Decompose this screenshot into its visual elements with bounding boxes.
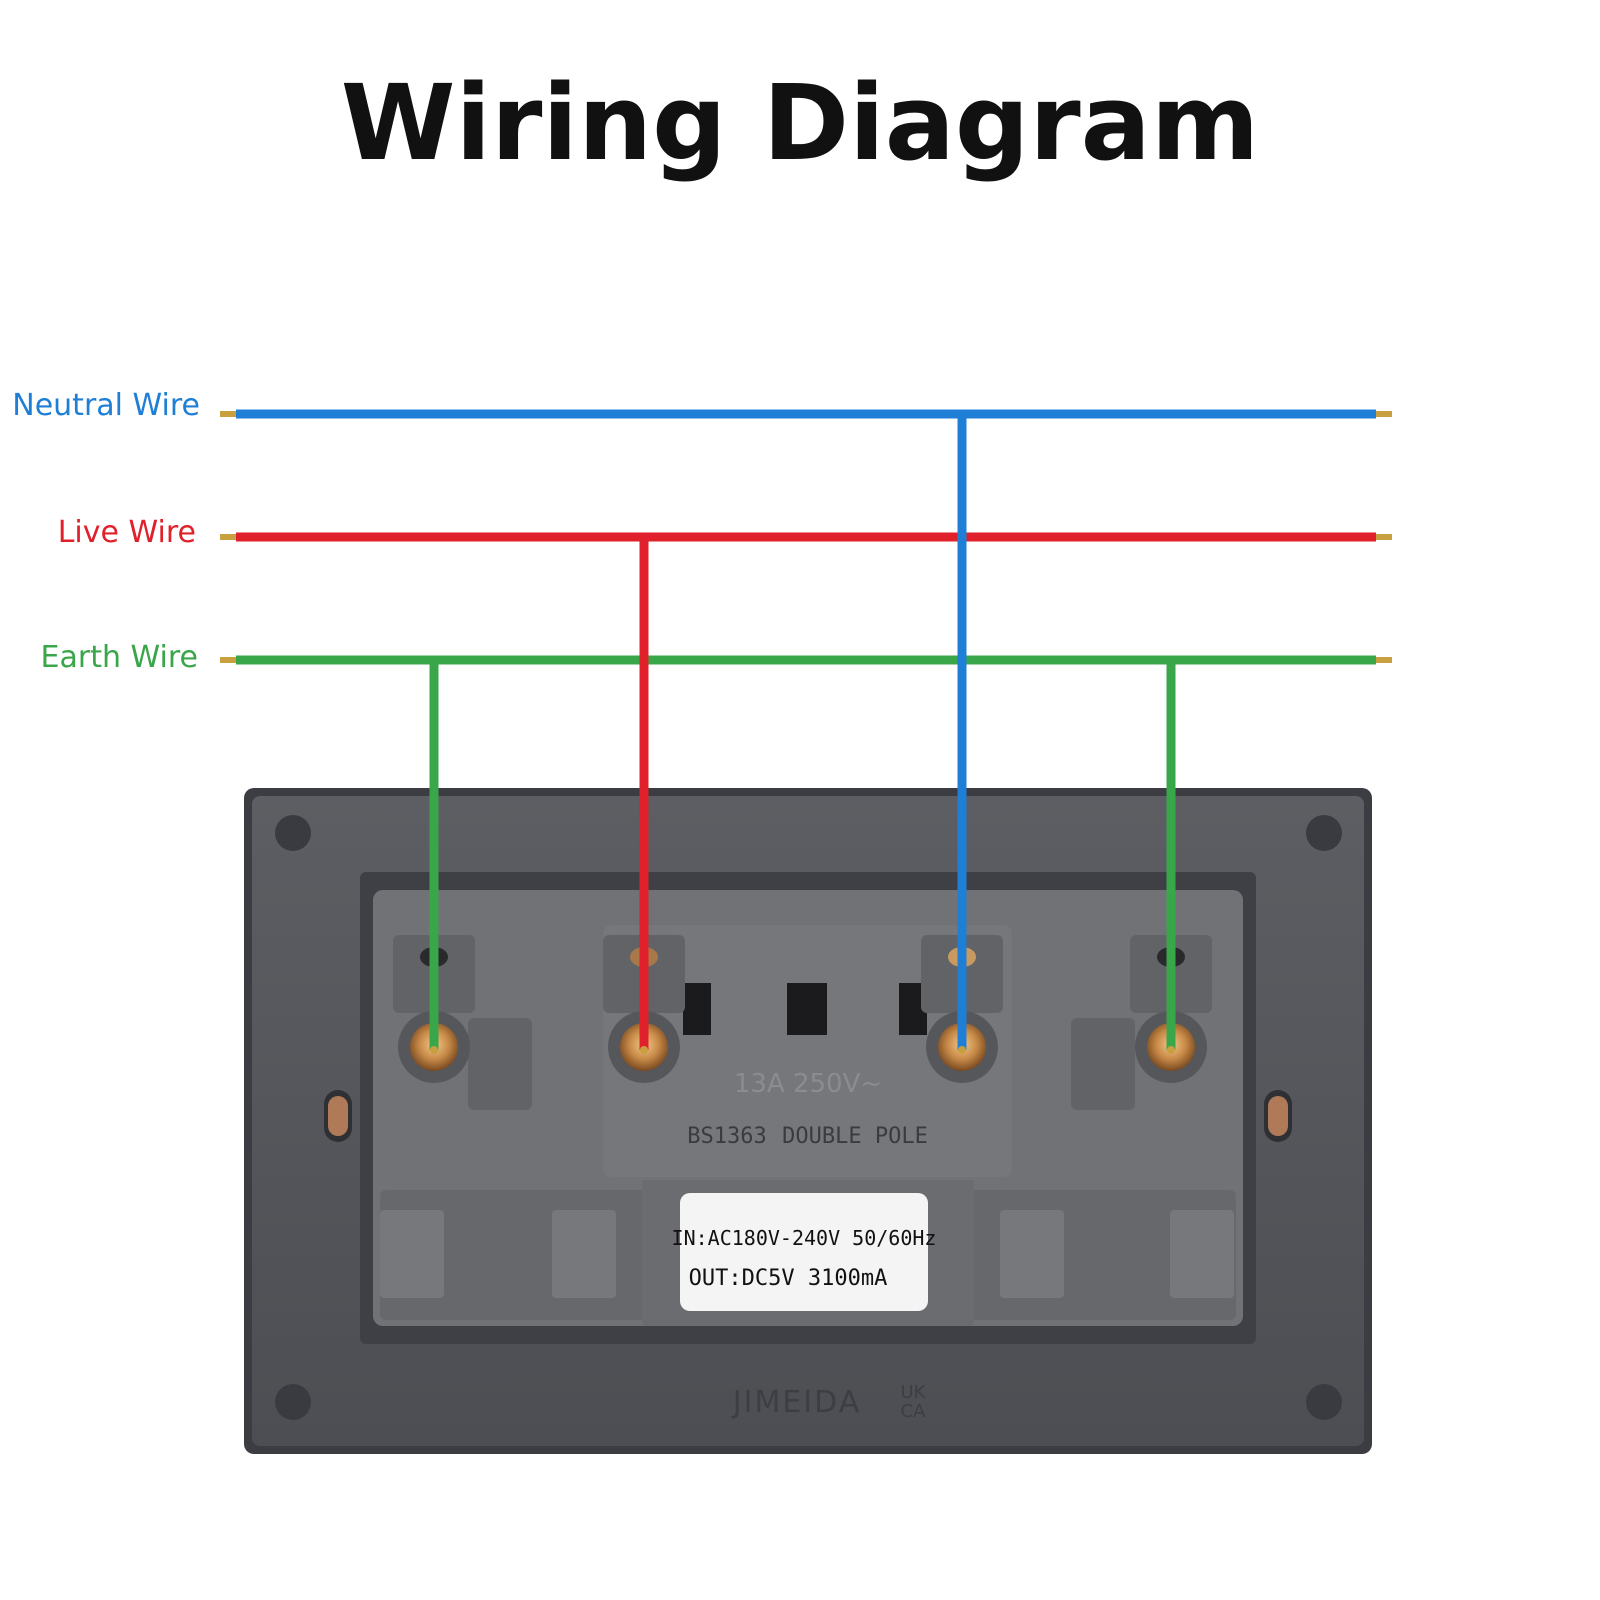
rating-text: 13A 250V~: [734, 1069, 882, 1099]
corner-screw: [275, 1384, 311, 1420]
spec-label: [680, 1193, 928, 1311]
standard-text: BS1363: [687, 1124, 766, 1149]
live-wire-label: Live Wire: [57, 515, 196, 550]
label-in-text: IN:AC180V-240V 50/60Hz: [672, 1226, 937, 1250]
pin-slot: [683, 983, 711, 1035]
page-title: Wiring Diagram: [340, 62, 1260, 184]
brand-text: JIMEIDA: [731, 1385, 861, 1420]
corner-screw: [275, 815, 311, 851]
earth-wire: [220, 655, 1392, 665]
earth-wire-label: Earth Wire: [40, 640, 198, 675]
label-out-text: OUT:DC5V 3100mA: [689, 1266, 888, 1291]
neutral-wire: [220, 409, 1392, 419]
corner-screw: [1306, 815, 1342, 851]
ukca-mark-bottom: CA: [901, 1401, 927, 1422]
ukca-mark-top: UK: [901, 1382, 927, 1403]
neutral-wire-label: Neutral Wire: [12, 388, 200, 423]
pin-slot: [787, 983, 827, 1035]
pole-text: DOUBLE POLE: [782, 1124, 928, 1149]
socket-body: [373, 890, 1243, 1326]
corner-screw: [1306, 1384, 1342, 1420]
live-wire: [220, 532, 1392, 542]
